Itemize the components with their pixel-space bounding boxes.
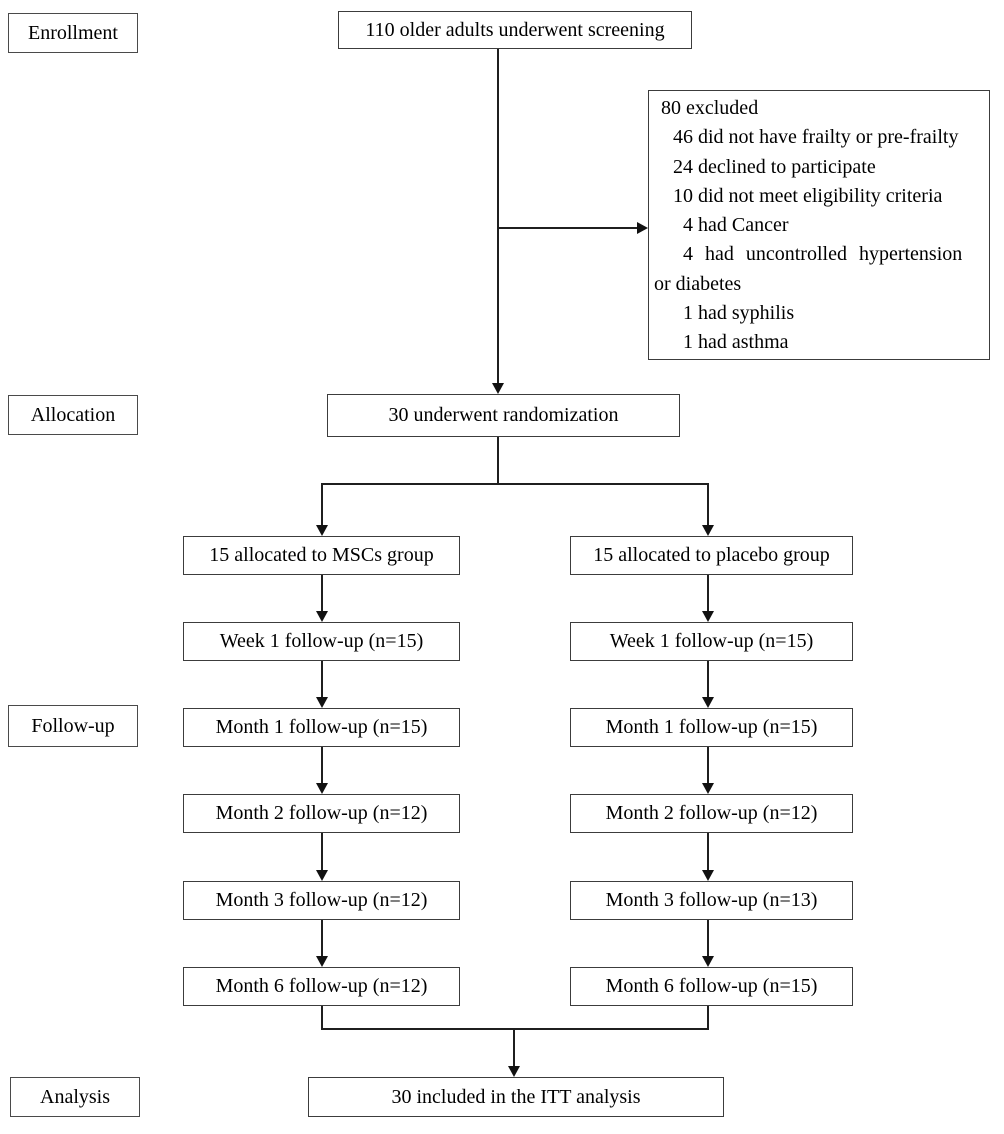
excluded-line: 4 had uncontrolled hypertension bbox=[683, 243, 963, 266]
connector-line bbox=[321, 833, 323, 871]
box-placebo-month3: Month 3 follow-up (n=13) bbox=[570, 881, 853, 920]
connector-line bbox=[321, 1028, 709, 1030]
excluded-line: 80 excluded bbox=[661, 97, 759, 119]
arrowhead-down-icon bbox=[702, 783, 714, 794]
arrowhead-down-icon bbox=[316, 956, 328, 967]
arrowhead-down-icon bbox=[702, 525, 714, 536]
arrowhead-down-icon bbox=[316, 783, 328, 794]
arrowhead-down-icon bbox=[316, 697, 328, 708]
stage-label-analysis: Analysis bbox=[10, 1077, 140, 1117]
connector-line bbox=[707, 833, 709, 871]
arrowhead-down-icon bbox=[316, 870, 328, 881]
arrowhead-down-icon bbox=[492, 383, 504, 394]
excluded-line: 1 had asthma bbox=[683, 331, 789, 354]
connector-line bbox=[707, 747, 709, 784]
arrowhead-down-icon bbox=[508, 1066, 520, 1077]
box-placebo-month6: Month 6 follow-up (n=15) bbox=[570, 967, 853, 1006]
box-msc-month6: Month 6 follow-up (n=12) bbox=[183, 967, 460, 1006]
box-msc-month1: Month 1 follow-up (n=15) bbox=[183, 708, 460, 747]
box-itt-analysis: 30 included in the ITT analysis bbox=[308, 1077, 724, 1117]
box-msc-allocated: 15 allocated to MSCs group bbox=[183, 536, 460, 575]
arrowhead-down-icon bbox=[316, 611, 328, 622]
excluded-line: 1 had syphilis bbox=[683, 302, 795, 325]
connector-line bbox=[321, 483, 709, 485]
connector-line bbox=[497, 227, 637, 229]
box-placebo-month1: Month 1 follow-up (n=15) bbox=[570, 708, 853, 747]
box-randomization: 30 underwent randomization bbox=[327, 394, 680, 437]
box-msc-month3: Month 3 follow-up (n=12) bbox=[183, 881, 460, 920]
connector-line bbox=[497, 49, 499, 383]
connector-line bbox=[321, 575, 323, 612]
connector-line bbox=[707, 1006, 709, 1030]
connector-line bbox=[707, 661, 709, 698]
excluded-line: 10 did not meet eligibility criteria bbox=[673, 184, 943, 207]
arrowhead-down-icon bbox=[702, 611, 714, 622]
excluded-line: 24 declined to participate bbox=[673, 155, 876, 178]
box-msc-week1: Week 1 follow-up (n=15) bbox=[183, 622, 460, 661]
excluded-line: 4 had Cancer bbox=[683, 214, 789, 237]
excluded-line: 46 did not have frailty or pre-frailty bbox=[673, 126, 959, 149]
arrowhead-down-icon bbox=[702, 870, 714, 881]
box-msc-month2: Month 2 follow-up (n=12) bbox=[183, 794, 460, 833]
stage-label-allocation: Allocation bbox=[8, 395, 138, 435]
box-excluded: 80 excluded 46 did not have frailty or p… bbox=[648, 90, 990, 360]
arrowhead-down-icon bbox=[702, 956, 714, 967]
connector-line bbox=[321, 661, 323, 698]
excluded-line: or diabetes bbox=[654, 272, 742, 295]
stage-label-enrollment: Enrollment bbox=[8, 13, 138, 53]
box-placebo-allocated: 15 allocated to placebo group bbox=[570, 536, 853, 575]
connector-line bbox=[321, 747, 323, 784]
connector-line bbox=[321, 920, 323, 957]
connector-line bbox=[707, 920, 709, 957]
connector-line bbox=[513, 1028, 515, 1066]
box-placebo-month2: Month 2 follow-up (n=12) bbox=[570, 794, 853, 833]
connector-line bbox=[707, 483, 709, 525]
connector-line bbox=[321, 483, 323, 525]
arrowhead-down-icon bbox=[316, 525, 328, 536]
connector-line bbox=[707, 575, 709, 612]
stage-label-followup: Follow-up bbox=[8, 705, 138, 747]
arrowhead-right-icon bbox=[637, 222, 648, 234]
box-placebo-week1: Week 1 follow-up (n=15) bbox=[570, 622, 853, 661]
connector-line bbox=[321, 1006, 323, 1030]
box-screening: 110 older adults underwent screening bbox=[338, 11, 692, 49]
arrowhead-down-icon bbox=[702, 697, 714, 708]
connector-line bbox=[497, 437, 499, 483]
